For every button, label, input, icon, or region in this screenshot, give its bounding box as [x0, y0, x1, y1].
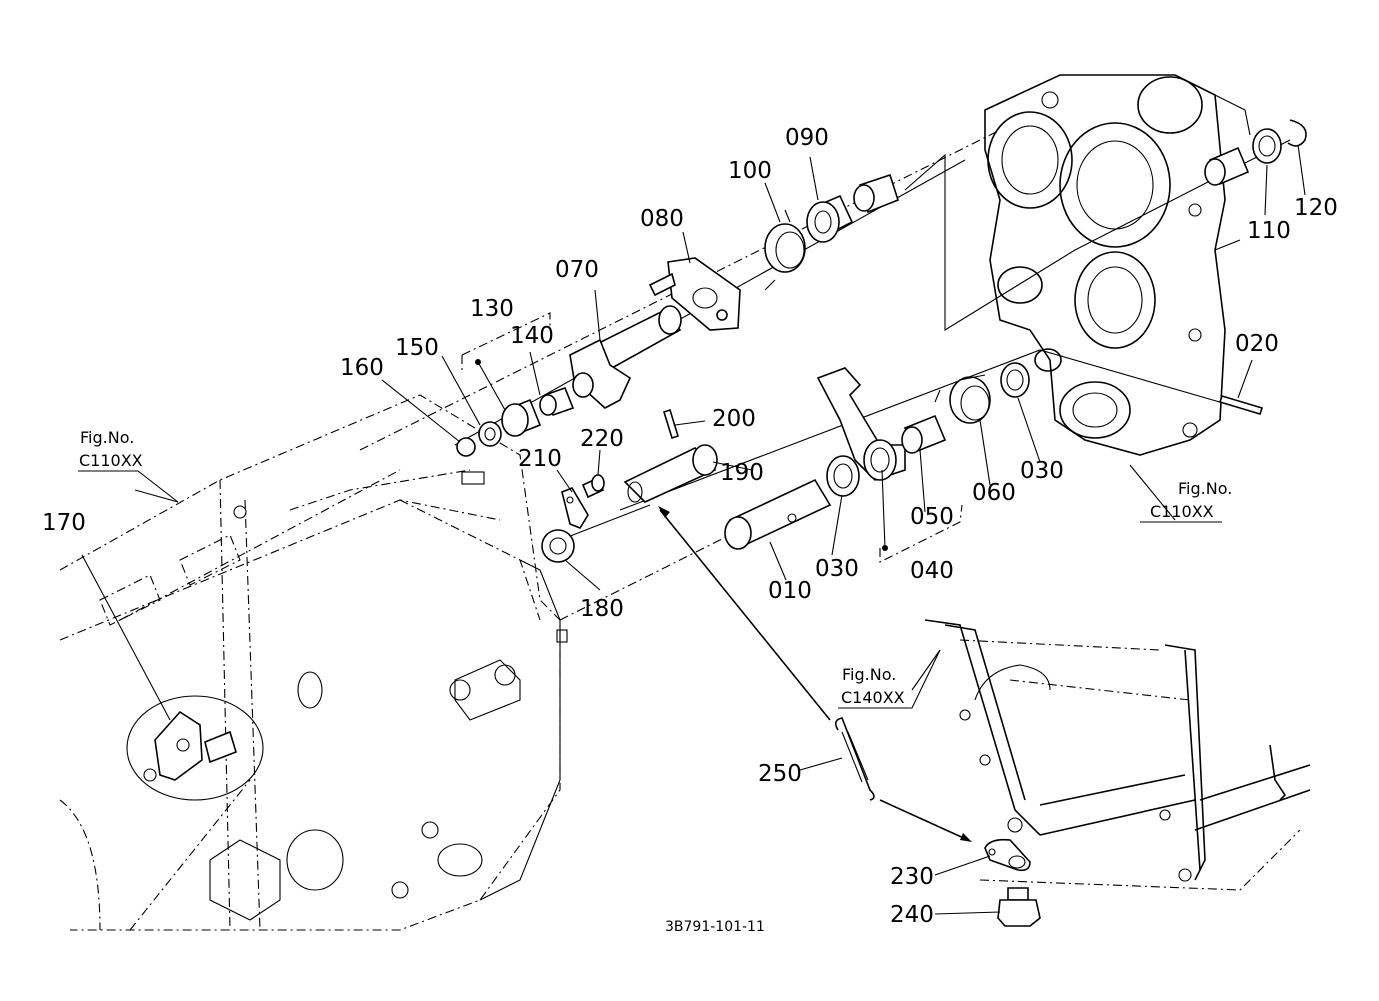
drawing-code: 3B791-101-11: [665, 919, 765, 935]
callout-100: 100: [728, 158, 772, 184]
callout-240: 240: [890, 902, 934, 928]
part-080-plate: [648, 257, 741, 331]
fig-code-bottom: C140XX: [841, 688, 905, 707]
part-100-spring: [764, 209, 806, 291]
part-250-spring: [834, 717, 875, 801]
part-050-bushing: [901, 414, 947, 454]
callout-080: 080: [640, 206, 684, 232]
callout-160: 160: [340, 355, 384, 381]
part-220-bolt: [581, 474, 605, 499]
part-170-inset: [126, 695, 264, 801]
part-110-ring: [1204, 128, 1282, 186]
callout-050: 050: [910, 504, 954, 530]
part-040-lever: [816, 367, 906, 481]
fig-code-right: C110XX: [1150, 502, 1214, 521]
part-010-pin: [724, 478, 832, 550]
callout-120: 120: [1294, 195, 1338, 221]
part-230-bracket: [984, 838, 1031, 872]
callout-200: 200: [712, 406, 756, 432]
callout-110: 110: [1247, 218, 1291, 244]
callout-130: 130: [470, 296, 514, 322]
part-070-shaft: [569, 305, 682, 409]
part-240-plug: [997, 887, 1041, 927]
callout-030-right: 030: [1020, 458, 1064, 484]
fig-label-right: Fig.No.: [1178, 479, 1232, 498]
part-140-bushing: [501, 386, 575, 437]
callout-020: 020: [1235, 331, 1279, 357]
leader-lines: [81, 144, 1306, 915]
callout-170: 170: [42, 510, 86, 536]
callout-250: 250: [758, 761, 802, 787]
callout-040: 040: [910, 558, 954, 584]
assembly-arrows: [658, 506, 972, 842]
callout-070: 070: [555, 257, 599, 283]
part-210-plate: [561, 487, 589, 529]
part-030-washer-right: [1000, 362, 1030, 398]
callout-230: 230: [890, 864, 934, 890]
bushing-upper: [853, 173, 899, 214]
fig-label-left: Fig.No.: [80, 428, 134, 447]
fig-code-left: C110XX: [79, 451, 143, 470]
callout-060: 060: [972, 480, 1016, 506]
callout-220: 220: [580, 426, 624, 452]
part-190-lever: [623, 444, 718, 503]
part-060-spring: [934, 374, 991, 424]
gear-case: [984, 74, 1251, 456]
callout-150: 150: [395, 335, 439, 361]
callout-030-left: 030: [815, 556, 859, 582]
fig-label-bottom: Fig.No.: [842, 665, 896, 684]
part-030-washer-left: [826, 455, 860, 497]
part-180-seal: [541, 529, 575, 563]
part-020-pin: [1218, 395, 1264, 415]
callout-180: 180: [580, 596, 624, 622]
callout-190: 190: [720, 460, 764, 486]
callout-210: 210: [518, 446, 562, 472]
part-120-snap-ring: [1287, 119, 1307, 147]
callout-090: 090: [785, 125, 829, 151]
transmission-case: [59, 129, 1001, 931]
group-brackets: [461, 312, 963, 563]
part-160-clip: [456, 437, 476, 457]
callout-140: 140: [510, 323, 554, 349]
part-150-washer: [478, 421, 502, 447]
part-090-collar: [806, 194, 854, 243]
callout-010: 010: [768, 578, 812, 604]
part-200-pin: [663, 408, 679, 440]
frame-c140: [924, 619, 1311, 891]
